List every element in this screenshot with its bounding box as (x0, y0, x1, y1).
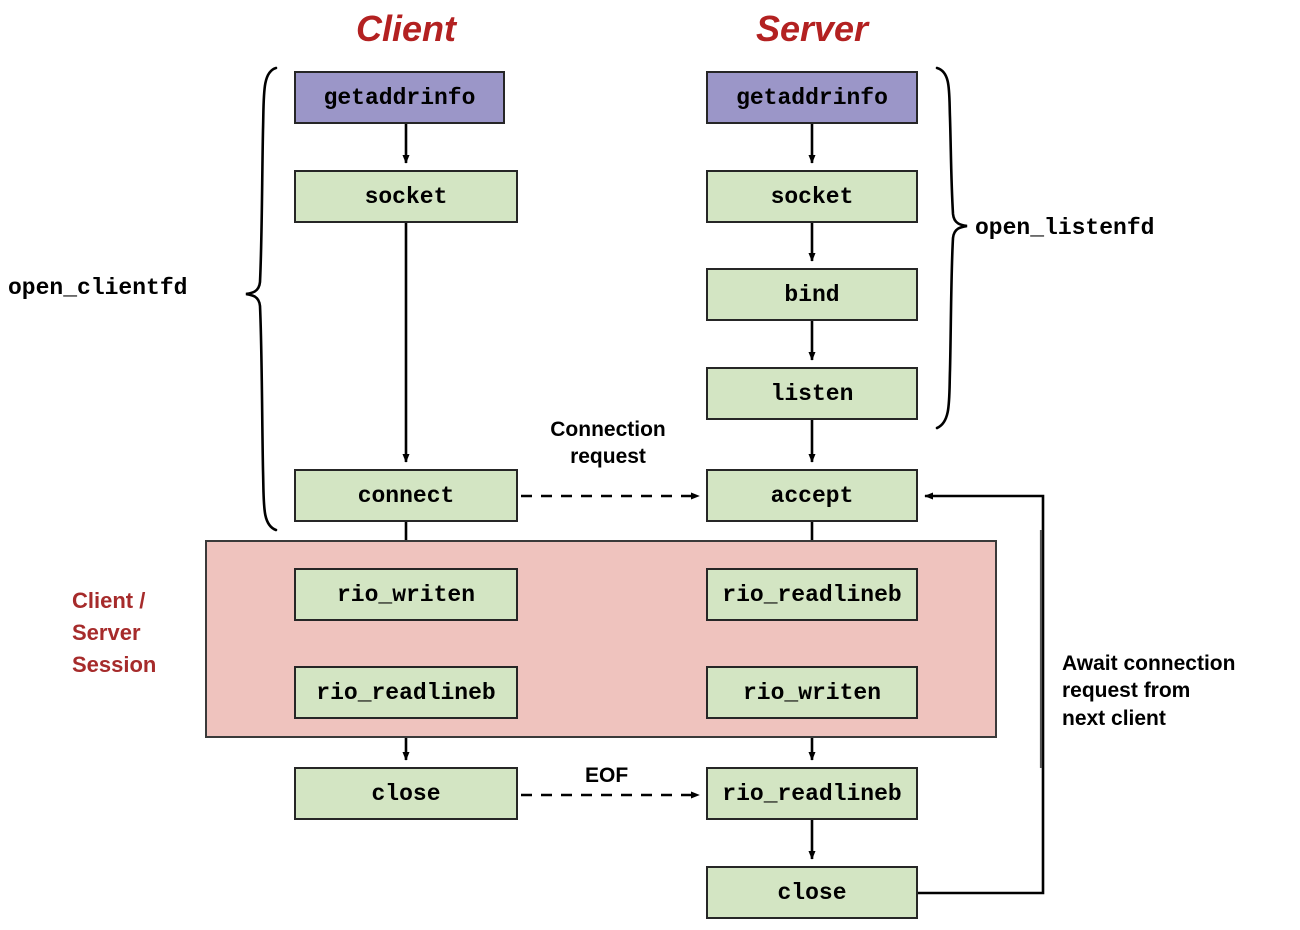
server-listen-box[interactable]: listen (706, 367, 918, 420)
open-clientfd-label: open_clientfd (8, 275, 188, 301)
await-line3: next client (1062, 706, 1166, 730)
session-label-line1: Client / (72, 588, 146, 613)
await-connection-label: Await connection request from next clien… (1062, 650, 1235, 732)
server-socket-box[interactable]: socket (706, 170, 918, 223)
server-getaddrinfo-box[interactable]: getaddrinfo (706, 71, 918, 124)
eof-label: EOF (585, 764, 629, 787)
client-rio-readlineb-box[interactable]: rio_readlineb (294, 666, 518, 719)
client-server-session-label: Client / Server Session (72, 585, 156, 681)
brace-open-listenfd (935, 66, 968, 430)
open-listenfd-label: open_listenfd (975, 215, 1155, 241)
column-title-client: Client (355, 8, 456, 49)
await-line1: Await connection (1062, 652, 1236, 675)
connection-request-label: Connection request (533, 416, 683, 471)
server-accept-box[interactable]: accept (706, 469, 918, 522)
server-rio-writen-box[interactable]: rio_writen (706, 666, 918, 719)
brace-open-clientfd (245, 66, 278, 532)
await-line2: request from (1062, 679, 1191, 703)
client-socket-box[interactable]: socket (294, 170, 518, 223)
column-title-server: Server (755, 8, 869, 49)
client-close-box[interactable]: close (294, 767, 518, 820)
server-rio-readlineb-box[interactable]: rio_readlineb (706, 568, 918, 621)
server-bind-box[interactable]: bind (706, 268, 918, 321)
client-rio-writen-box[interactable]: rio_writen (294, 568, 518, 621)
server-rio-readlineb-eof-box[interactable]: rio_readlineb (706, 767, 918, 820)
connection-request-line2: request (570, 445, 646, 469)
connection-request-line1: Connection (550, 418, 666, 441)
client-getaddrinfo-box[interactable]: getaddrinfo (294, 71, 505, 124)
server-close-box[interactable]: close (706, 866, 918, 919)
session-label-line3: Session (72, 651, 157, 677)
session-label-line2: Server (72, 619, 141, 645)
client-connect-box[interactable]: connect (294, 469, 518, 522)
